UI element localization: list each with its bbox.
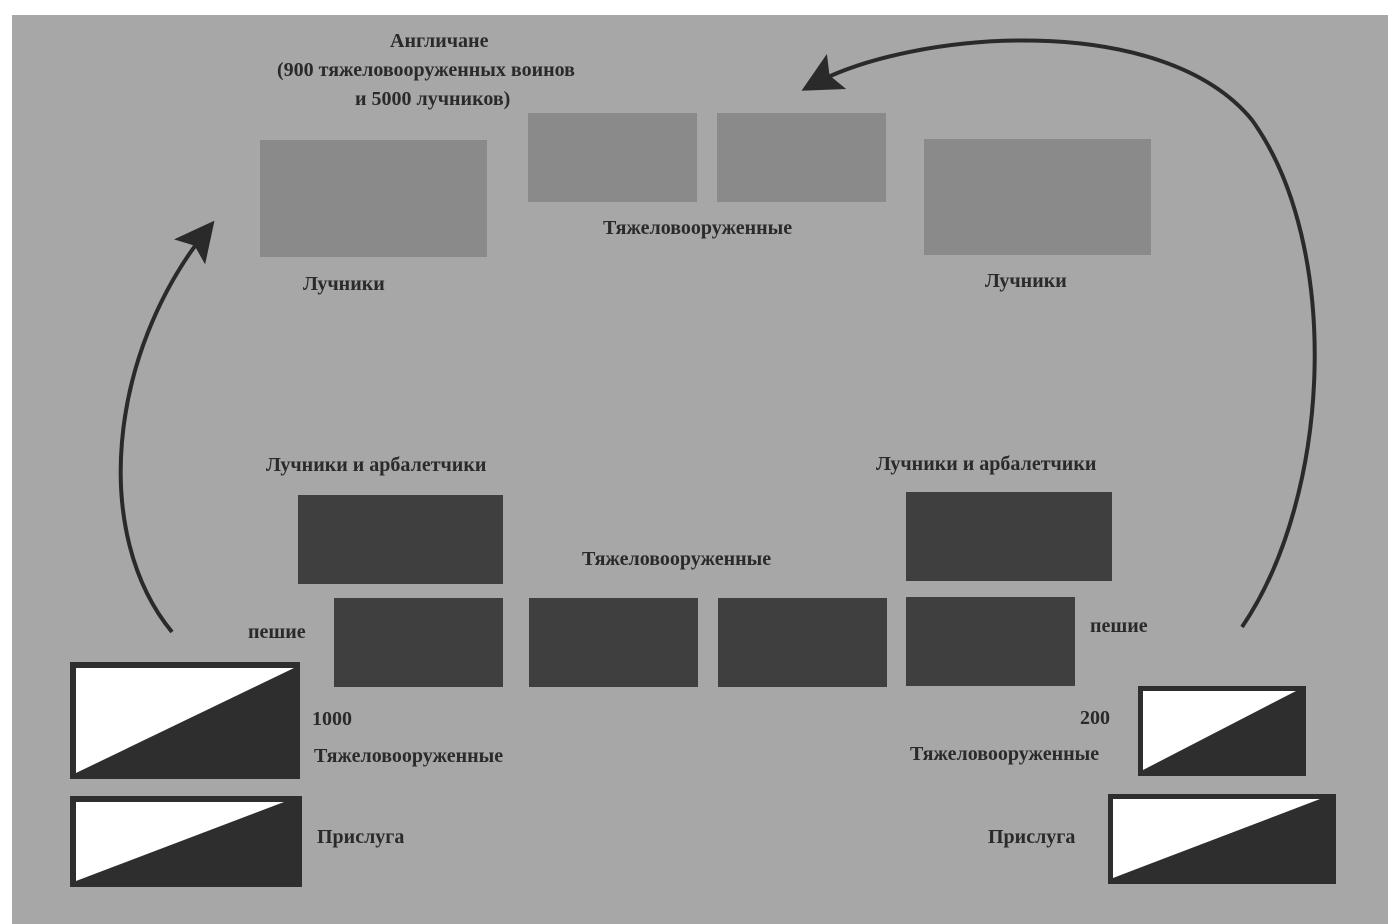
- french-left-foot-label: пешие: [248, 621, 306, 643]
- english-left-archers-label: Лучники: [303, 273, 385, 295]
- left-servants-label: Прислуга: [317, 826, 405, 848]
- right-servants-flag: [1108, 794, 1336, 884]
- english-left-archers-block: [260, 140, 487, 257]
- left-heavy-reserve-flag: [70, 662, 300, 779]
- movement-arrows: [118, 38, 1317, 634]
- right-servants-label: Прислуга: [988, 826, 1076, 848]
- french-right-foot-label: пешие: [1090, 615, 1148, 637]
- english-right-archers-block: [924, 139, 1151, 255]
- english-heavy-label: Тяжеловооруженные: [603, 217, 793, 239]
- battle-diagram: Англичане (900 тяжеловооруженных воинов …: [12, 15, 1388, 924]
- french-foot-block-3: [718, 598, 887, 687]
- english-heavy-block-1: [528, 113, 697, 202]
- left-flank-arrow: [118, 220, 215, 634]
- french-foot-block-1: [334, 598, 503, 687]
- french-left-archers-block: [298, 495, 503, 584]
- english-title-archers: и 5000 лучников): [355, 88, 511, 110]
- right-reserve-heavy-label: Тяжеловооруженные: [910, 743, 1100, 765]
- left-reserve-count: 1000: [312, 708, 352, 730]
- french-heavy-label: Тяжеловооруженные: [582, 548, 772, 570]
- french-foot-block-2: [529, 598, 698, 687]
- english-right-archers-label: Лучники: [985, 270, 1067, 292]
- english-heavy-block-2: [717, 113, 886, 202]
- right-heavy-reserve-flag: [1138, 686, 1306, 776]
- english-title-count: (900 тяжеловооруженных воинов: [277, 59, 575, 81]
- french-left-archers-label: Лучники и арбалетчики: [266, 454, 487, 476]
- french-right-archers-block: [906, 492, 1112, 581]
- english-title: Англичане: [390, 30, 489, 52]
- right-reserve-count: 200: [1080, 707, 1110, 729]
- french-foot-block-4: [906, 597, 1075, 686]
- left-servants-flag: [70, 796, 302, 887]
- french-right-archers-label: Лучники и арбалетчики: [876, 453, 1097, 475]
- left-reserve-heavy-label: Тяжеловооруженные: [314, 745, 504, 767]
